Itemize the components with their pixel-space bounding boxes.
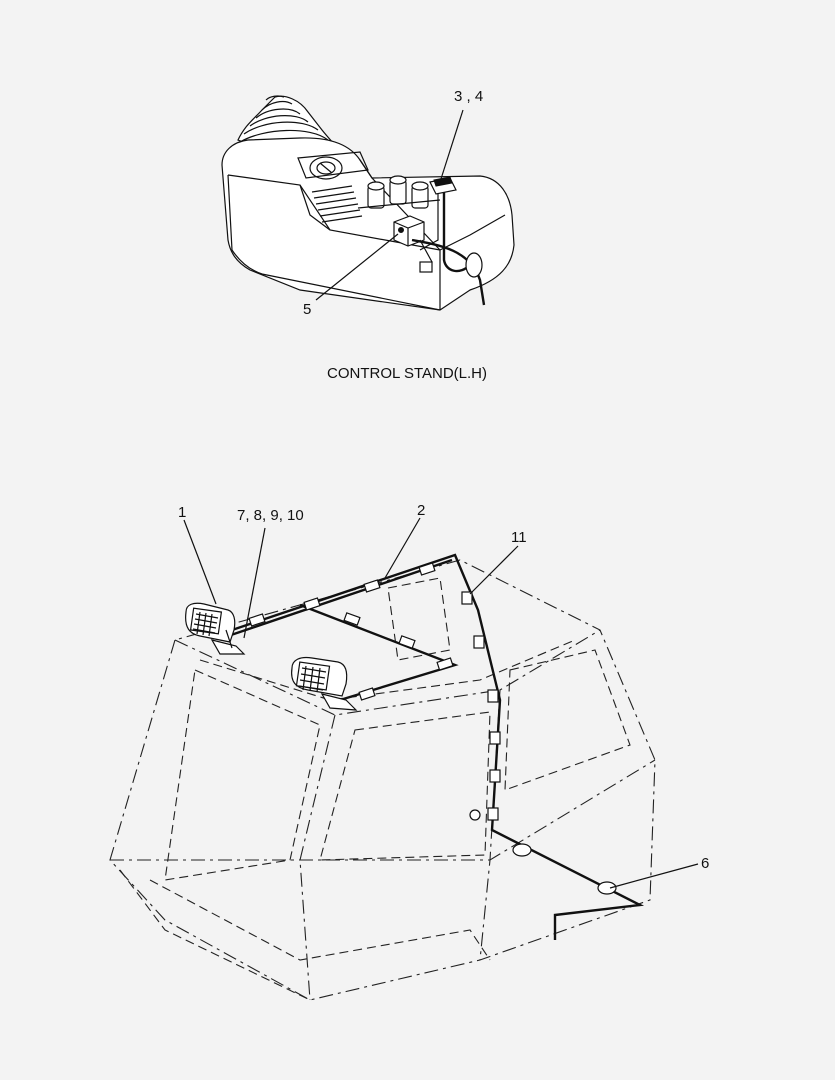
leader-6 xyxy=(609,863,699,889)
callout-2: 2 xyxy=(417,502,426,519)
callout-3-4: 3 , 4 xyxy=(454,88,484,105)
leader-2 xyxy=(384,517,421,579)
work-lamp-2 xyxy=(291,656,358,711)
harness-2 xyxy=(227,553,645,940)
callout-11: 11 xyxy=(511,529,527,546)
cab-frame xyxy=(109,559,656,1001)
control-stand-illustration xyxy=(221,95,515,311)
callout-7-8-9-10: 7, 8, 9, 10 xyxy=(237,507,304,524)
callout-6: 6 xyxy=(701,855,710,872)
leader-11 xyxy=(469,545,519,595)
leader-3-4 xyxy=(439,109,464,183)
callout-5: 5 xyxy=(303,301,312,318)
callout-1: 1 xyxy=(178,504,187,521)
leader-5 xyxy=(315,233,399,301)
switch-row xyxy=(357,175,441,209)
leader-7-8-9-10 xyxy=(243,527,266,639)
work-lamp-1 xyxy=(185,602,246,655)
relay-block-5 xyxy=(393,215,486,306)
control-stand-caption: CONTROL STAND(L.H) xyxy=(327,365,488,382)
leader-1 xyxy=(183,519,217,605)
